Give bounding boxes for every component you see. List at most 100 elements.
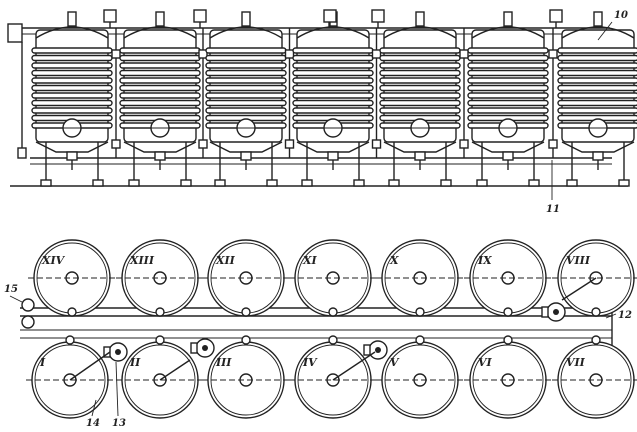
- branch-valve: [328, 307, 338, 317]
- outlet-valve: [66, 151, 78, 161]
- header-valve: [193, 9, 207, 23]
- plan-tank-bottom-3: III: [202, 335, 290, 419]
- pump-flange: [190, 342, 198, 354]
- top-nozzle: [67, 11, 77, 27]
- riser-flange: [198, 49, 208, 59]
- tank-bottom-cone: [296, 141, 370, 153]
- outlet-valve: [592, 151, 604, 161]
- callout-15: 15: [4, 284, 18, 295]
- coil-ring: [119, 54, 201, 62]
- outlet-valve: [154, 151, 166, 161]
- coil-ring: [557, 77, 637, 84]
- plan-tank-top-6: IX: [464, 239, 552, 317]
- foot-right: [266, 179, 278, 187]
- coil-ring: [379, 62, 461, 69]
- coil-ring: [205, 69, 287, 77]
- pump-shaft: [375, 347, 381, 353]
- plan-tank-bottom-5: V: [376, 335, 464, 419]
- plan-tank-top-5: X: [376, 239, 464, 317]
- tank-bottom-cone: [35, 141, 109, 153]
- branch-valve: [415, 307, 425, 317]
- left-fitting: [21, 298, 35, 312]
- riser-flange: [459, 139, 469, 149]
- coil-ring: [467, 84, 549, 92]
- coil-ring: [467, 62, 549, 69]
- branch-valve: [591, 307, 601, 317]
- coil-ring: [292, 92, 374, 99]
- coil-ring: [119, 69, 201, 77]
- tank-dome: [471, 26, 545, 39]
- tank-dome: [383, 26, 457, 39]
- header-valve: [103, 9, 117, 23]
- coil-ring: [467, 99, 549, 107]
- pump-2: [190, 338, 215, 358]
- coil-ring: [467, 54, 549, 62]
- callout-12: 12: [618, 310, 632, 321]
- coil-ring: [292, 69, 374, 77]
- pump-1: [103, 342, 128, 362]
- callout-13: 13: [112, 418, 126, 428]
- coil-ring: [292, 77, 374, 84]
- tank-label: IV: [302, 356, 318, 369]
- agitator-arm: [159, 359, 191, 381]
- coil-ring: [467, 77, 549, 84]
- coil-ring: [557, 69, 637, 77]
- outlet-valve: [502, 151, 514, 161]
- agitator-arm: [561, 277, 597, 301]
- pump-shaft: [202, 345, 208, 351]
- foot-right: [353, 179, 365, 187]
- header-valve: [323, 9, 337, 23]
- tank-label: VIII: [566, 254, 591, 267]
- coil-ring: [31, 47, 113, 54]
- coil-ring: [379, 47, 461, 54]
- coil-ring: [557, 54, 637, 62]
- pump-flange: [363, 344, 371, 356]
- riser-flange: [198, 139, 208, 149]
- coil-ring: [31, 84, 113, 92]
- agitator-arm: [69, 351, 111, 381]
- outlet-valve: [327, 151, 339, 161]
- coil-ring: [557, 62, 637, 69]
- elevation-unit-2: [119, 11, 208, 187]
- riser-flange: [284, 49, 295, 59]
- coil-ring: [119, 84, 201, 92]
- foot-left: [388, 179, 400, 187]
- tank-label: X: [389, 254, 399, 267]
- coil-ring: [119, 77, 201, 84]
- riser-flange: [284, 139, 295, 149]
- coil-ring: [31, 77, 113, 84]
- callout-11: 11: [546, 204, 560, 215]
- coil-ring: [557, 47, 637, 54]
- elevation-unit-6: [467, 11, 558, 187]
- callout-12-leader: [605, 313, 617, 319]
- coil-ring: [379, 77, 461, 84]
- coil-ring: [379, 69, 461, 77]
- coil-ring: [205, 54, 287, 62]
- pump-flange: [541, 306, 549, 318]
- coil-ring: [31, 92, 113, 99]
- tank-label: IX: [477, 254, 492, 267]
- coil-ring: [205, 84, 287, 92]
- coil-ring: [119, 99, 201, 107]
- top-nozzle: [415, 11, 425, 27]
- riser-flange: [371, 49, 382, 59]
- riser-flange: [111, 49, 121, 59]
- outlet-valve: [414, 151, 426, 161]
- tank-label: XIV: [41, 254, 66, 267]
- riser-flange: [371, 139, 382, 149]
- pump-4: [541, 302, 566, 322]
- tank-label: I: [39, 356, 46, 369]
- foot-left: [128, 179, 140, 187]
- left-drain-valve: [17, 147, 27, 159]
- foot-left: [566, 179, 578, 187]
- tank-dome: [35, 26, 109, 39]
- coil-ring: [379, 54, 461, 62]
- pump-3: [363, 340, 388, 360]
- coil-ring: [205, 62, 287, 69]
- branch-valve: [503, 307, 513, 317]
- coil-ring: [119, 92, 201, 99]
